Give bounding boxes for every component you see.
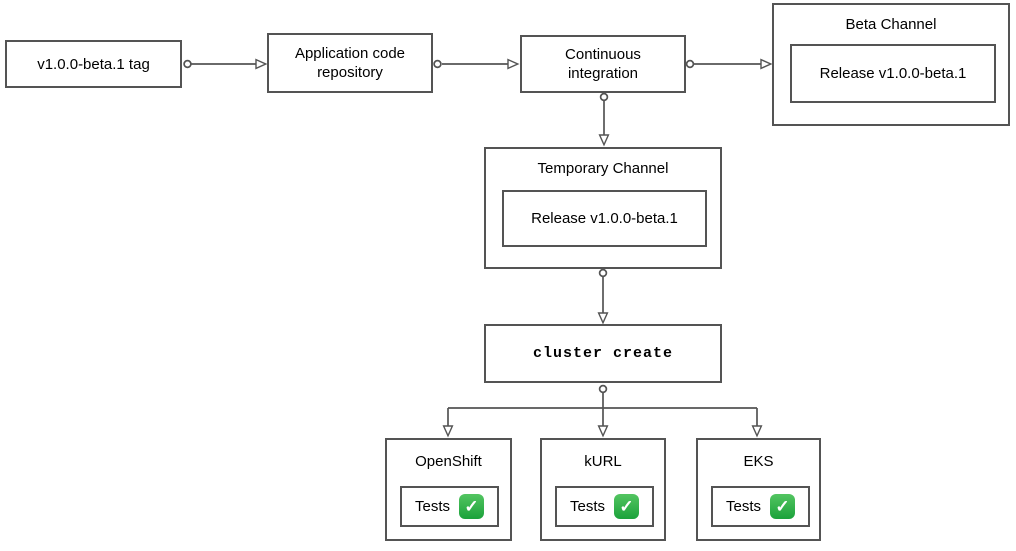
node-continuous-integration: Continuous integration [520, 35, 686, 93]
app-repo-label: Application code repository [294, 45, 406, 81]
arrowhead-beta [760, 58, 773, 70]
group-beta-channel: Beta Channel Release v1.0.0-beta.1 [772, 3, 1010, 126]
temporary-release-box: Release v1.0.0-beta.1 [502, 190, 707, 247]
port-temp-bottom [598, 268, 608, 278]
temporary-channel-title: Temporary Channel [537, 160, 669, 177]
arrowhead-temp [598, 134, 610, 147]
port-repo-out [433, 59, 442, 69]
eks-title: EKS [743, 453, 774, 470]
cluster-create-label: cluster create [532, 345, 674, 362]
node-app-repo: Application code repository [267, 33, 433, 93]
openshift-title: OpenShift [415, 453, 482, 470]
kurl-tests-box: Tests ✓ [555, 486, 654, 527]
arrowhead-kurl [597, 425, 609, 438]
check-mark-icon: ✓ [770, 494, 795, 519]
arrowhead-eks [751, 425, 763, 438]
edge-cluster-branch [447, 393, 758, 426]
arrowhead-cluster [597, 312, 609, 325]
arrowhead-openshift [442, 425, 454, 438]
kurl-tests-label: Tests [569, 498, 605, 515]
group-temporary-channel: Temporary Channel Release v1.0.0-beta.1 [484, 147, 722, 269]
node-cluster-create: cluster create [484, 324, 722, 383]
port-tag-out [183, 59, 192, 69]
temporary-release-label: Release v1.0.0-beta.1 [531, 210, 678, 227]
arrowhead-repo [255, 58, 268, 70]
port-cluster-bottom [598, 384, 608, 394]
group-openshift: OpenShift Tests ✓ [385, 438, 512, 541]
openshift-tests-label: Tests [414, 498, 450, 515]
eks-tests-box: Tests ✓ [711, 486, 810, 527]
kurl-title: kURL [584, 453, 622, 470]
beta-release-box: Release v1.0.0-beta.1 [790, 44, 996, 103]
port-ci-bottom [599, 92, 609, 102]
eks-tests-label: Tests [725, 498, 761, 515]
continuous-integration-label: Continuous integration [565, 46, 641, 82]
openshift-tests-box: Tests ✓ [400, 486, 499, 527]
port-ci-right [685, 59, 695, 69]
beta-release-label: Release v1.0.0-beta.1 [819, 65, 967, 82]
node-version-tag: v1.0.0-beta.1 tag [5, 40, 182, 88]
version-tag-label: v1.0.0-beta.1 tag [37, 55, 150, 73]
arrowhead-ci [507, 58, 520, 70]
group-kurl: kURL Tests ✓ [540, 438, 666, 541]
group-eks: EKS Tests ✓ [696, 438, 821, 541]
check-mark-icon: ✓ [459, 494, 484, 519]
check-mark-icon: ✓ [614, 494, 639, 519]
beta-channel-title: Beta Channel [845, 16, 937, 33]
